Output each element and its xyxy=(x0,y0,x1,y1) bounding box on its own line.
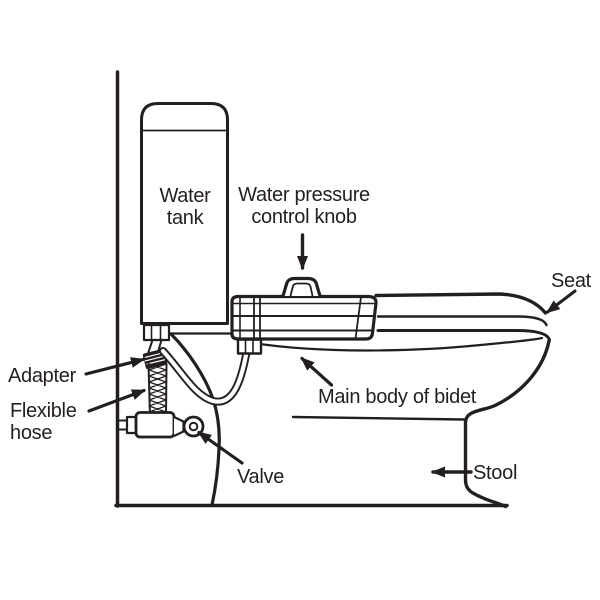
bowl-base-line xyxy=(291,415,466,421)
label-water-pressure-control-knob: Water pressure control knob xyxy=(238,184,370,228)
under-seat-arc xyxy=(251,336,544,352)
hose-tube-drawing xyxy=(159,347,250,406)
water-tank-outline xyxy=(140,102,229,325)
label-water-tank: Water tank xyxy=(159,185,211,229)
flexible-hose-drawing xyxy=(147,363,168,417)
label-adapter: Adapter xyxy=(8,365,76,387)
main-body-arrow xyxy=(300,356,334,387)
bidet-inlet-fitting xyxy=(236,338,263,355)
pressure-knob-drawing xyxy=(281,276,322,298)
label-valve: Valve xyxy=(237,466,285,488)
valve-drawing xyxy=(117,411,205,439)
label-seat: Seat xyxy=(551,270,591,292)
label-flexible-hose: Flexible hose xyxy=(10,400,77,444)
seat-drawing xyxy=(374,292,551,342)
label-stool: Stool xyxy=(473,462,518,484)
adapter-arrow xyxy=(84,357,145,376)
label-main-body-of-bidet: Main body of bidet xyxy=(318,386,477,408)
bowl-left-outline xyxy=(169,332,221,507)
valve-arrow xyxy=(197,430,244,465)
bidet-body-drawing xyxy=(230,294,378,341)
flexible-hose-arrow xyxy=(87,388,146,413)
seat-arrow xyxy=(545,289,577,314)
pedestal-outline xyxy=(463,339,551,509)
